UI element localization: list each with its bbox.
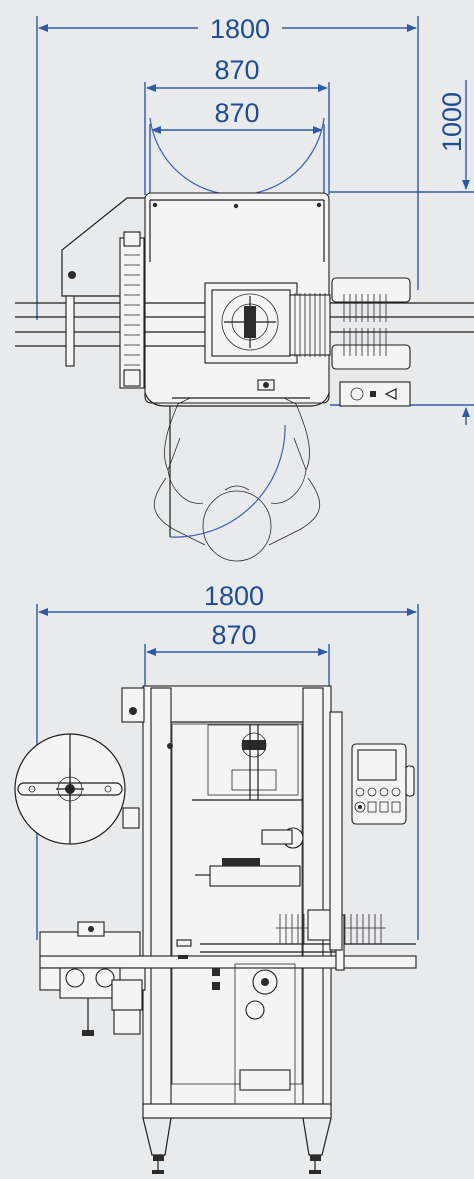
dim-top-870-label: 870 — [214, 55, 259, 85]
operator-figure — [153, 397, 321, 562]
dim-front-1800-label: 1800 — [204, 581, 264, 611]
top-view: 1800 870 870 1000 — [15, 14, 474, 562]
dim-top-1000-label: 1000 — [437, 92, 467, 152]
machine-top-frame — [15, 192, 474, 537]
dim-door-870-label: 870 — [214, 98, 259, 128]
dim-top-1800-label: 1800 — [210, 14, 270, 44]
dim-top-1000: 1000 — [330, 80, 474, 425]
dim-top-1800: 1800 — [36, 14, 419, 320]
dim-front-870-label: 870 — [211, 620, 256, 650]
brush-rollers — [289, 277, 411, 370]
front-view: 1800 870 — [14, 581, 419, 1174]
dim-door-870: 870 — [149, 98, 325, 195]
control-panel — [329, 711, 415, 951]
detail-view-circle — [14, 733, 126, 845]
dim-front-870: 870 — [144, 620, 330, 690]
operator-reach-arc — [169, 424, 286, 538]
machine-front-frame — [39, 685, 417, 1174]
dim-top-870: 870 — [144, 55, 330, 195]
